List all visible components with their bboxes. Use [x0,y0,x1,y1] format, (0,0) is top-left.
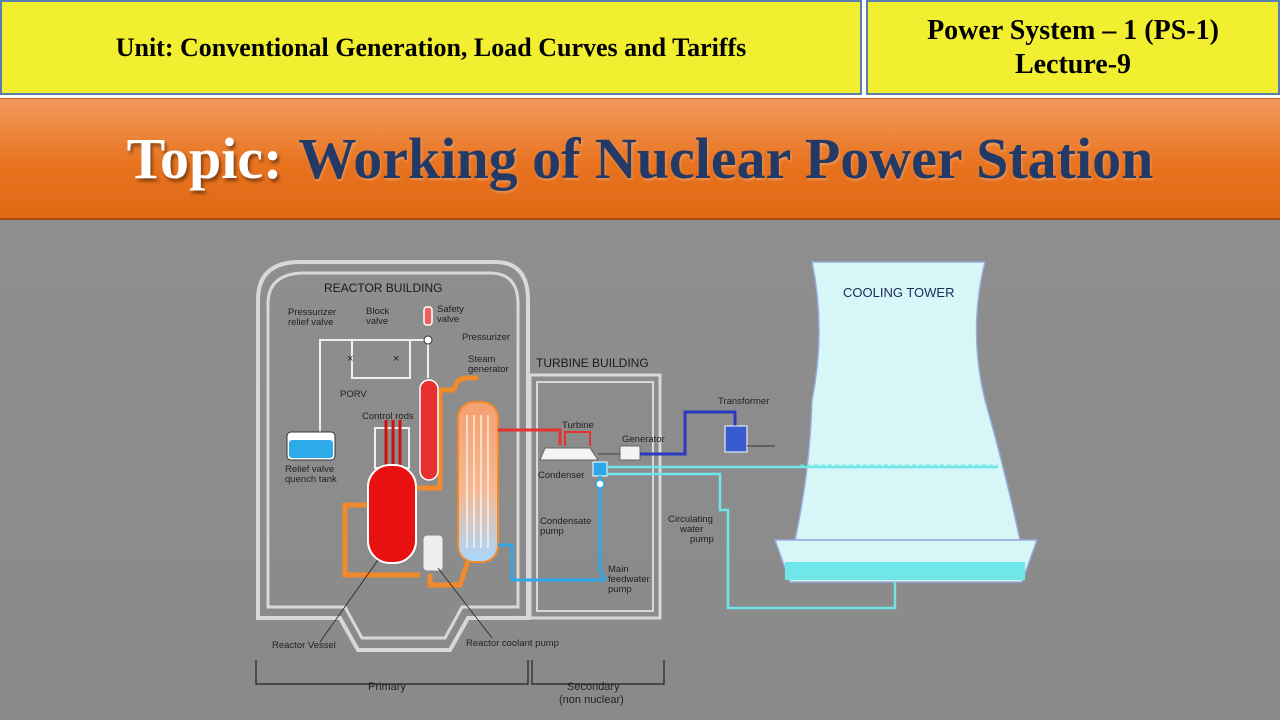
secondary-label-2: (non nuclear) [559,694,624,706]
safety-valve-label-2: valve [437,314,459,325]
circulating-pump-label-2: water [679,524,703,535]
turbine-building-label: TURBINE BUILDING [536,356,649,370]
feedwater-line [498,543,605,582]
reactor-building-outline [256,260,530,652]
reactor-coolant-pump-label: Reactor coolant pump [466,638,559,649]
reactor-coolant-pump-icon [422,534,444,572]
feedwater-pump-label-2: feedwater [608,574,650,585]
cooling-tower-shape [794,261,1021,541]
lecture-number: Lecture-9 [1014,48,1132,80]
pressurizer-icon [419,379,439,481]
cooling-tower-water [785,562,1025,580]
pressurizer-relief-valve-label-1: Pressurizer [288,307,336,318]
steam-generator-icon [457,401,499,563]
safety-valve-junction [423,335,433,345]
pressurizer-relief-valve-label-2: relief valve [288,317,333,328]
quench-tank-label-1: Relief valve [285,464,334,475]
diagram-panel: REACTOR BUILDING TURBINE BUILDING COOLIN… [0,220,1280,720]
block-valve-label-1: Block [366,306,389,317]
secondary-bracket [531,660,665,685]
safety-valve-icon [423,306,433,326]
turbine-building-inner-outline [536,381,654,612]
feedwater-pump-label-1: Main [608,564,629,575]
reactor-building-label: REACTOR BUILDING [324,281,442,295]
condensate-pump-label-2: pump [540,526,564,537]
porv-branch-line [351,340,411,379]
generator-icon [619,445,641,461]
condensate-pump-icon [595,479,605,489]
turbine-steam-arc [564,431,591,446]
reactor-vessel-icon [367,464,417,564]
relief-valve-line [319,339,429,440]
primary-bracket [255,660,529,685]
coolant-pump-leader [437,567,493,639]
condensate-pump-label-1: Condensate [540,516,591,527]
steam-generator-label-1: Steam [468,354,496,365]
quench-tank-water [289,440,333,458]
safety-valve-label-1: Safety [437,304,464,315]
reactor-building-inner-outline [266,271,520,640]
primary-hot-leg-pipe [410,387,455,491]
generator-label: Generator [622,434,665,445]
transformer-label: Transformer [718,396,769,407]
course-title: Power System – 1 (PS-1) [927,14,1219,46]
control-rods-label: Control rods [362,411,414,422]
cooling-water-return-line [607,472,897,610]
relief-valve-symbol: × [347,353,353,365]
primary-cold-leg-pipe [427,554,473,588]
condensate-line [598,476,607,581]
feedwater-pump-label-3: pump [608,584,632,595]
primary-label: Primary [368,681,406,693]
turbine-label: Turbine [562,420,594,431]
porv-label: PORV [340,389,367,400]
steam-generator-label-2: generator [468,364,509,375]
transformer-icon [724,425,748,453]
generator-output-line [640,410,737,456]
topic-title: Working of Nuclear Power Station [298,126,1154,191]
quench-tank-label-2: quench tank [285,474,337,485]
topic-label: Topic: [126,126,283,191]
reactor-vessel-label: Reactor Vessel [272,640,336,651]
reactor-vessel-leader [319,559,379,643]
circulating-pump-label-1: Circulating [668,514,713,525]
condenser-label: Condenser [538,470,584,481]
topic-banner: Topic: Working of Nuclear Power Station [0,98,1280,220]
turbine-building-outline [528,373,662,620]
turbine-icon [539,447,599,461]
nuclear-plant-diagram: REACTOR BUILDING TURBINE BUILDING COOLIN… [255,260,1039,706]
block-valve-label-2: valve [366,316,388,327]
main-steam-line [498,428,562,445]
cooling-tower-label: COOLING TOWER [843,285,954,300]
pressurizer-label: Pressurizer [462,332,510,343]
secondary-label-1: Secondary [567,681,620,693]
condenser-icon [592,461,608,477]
steam-generator-pipe [452,375,478,391]
primary-return-pipe [342,502,420,578]
unit-title: Unit: Conventional Generation, Load Curv… [115,32,747,62]
course-header-box: Power System – 1 (PS-1) Lecture-9 [866,0,1280,95]
circulating-pump-label-3: pump [690,534,714,545]
block-valve-symbol: × [393,353,399,365]
unit-header-box: Unit: Conventional Generation, Load Curv… [0,0,862,95]
